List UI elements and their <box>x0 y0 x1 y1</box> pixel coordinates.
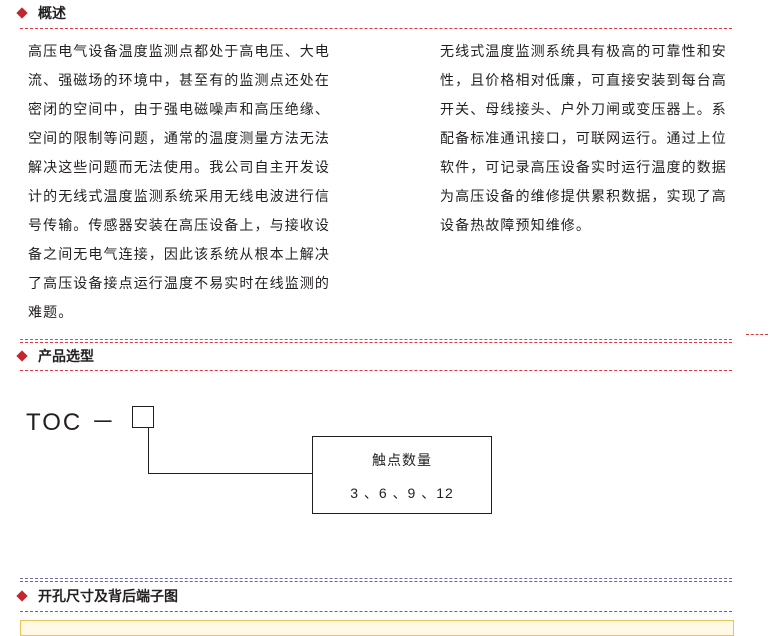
spec-label: 触点数量 <box>372 453 432 469</box>
diamond-bullet-icon <box>16 350 28 362</box>
diamond-bullet-icon <box>16 7 28 19</box>
paragraph-line: 配备标准通讯接口，可联网运行。通过上位 <box>440 131 727 147</box>
section-title-overview-text: 概述 <box>38 6 66 22</box>
paragraph-line: 为高压设备的维修提供累积数据，实现了高 <box>440 189 727 205</box>
divider <box>20 28 732 29</box>
paragraph-line: 软件，可记录高压设备实时运行温度的数据 <box>440 160 727 176</box>
paragraph-line: 流、强磁场的环境中，甚至有的监测点还处在 <box>28 73 330 89</box>
diamond-bullet-icon <box>16 590 28 602</box>
content-panel-edge <box>20 620 734 636</box>
paragraph-line: 空间的限制等问题，通常的温度测量方法无法 <box>28 131 330 147</box>
section-title-selection: 产品选型 <box>14 346 94 366</box>
connector-line <box>148 427 149 474</box>
paragraph-line: 高压电气设备温度监测点都处于高电压、大电 <box>28 44 330 60</box>
overview-right-paragraph: 无线式温度监测系统具有极高的可靠性和安 性，且价格相对低廉，可直接安装到每台高 … <box>440 38 770 241</box>
paragraph-line: 密闭的空间中，由于强电磁噪声和高压绝缘、 <box>28 102 330 118</box>
paragraph-line: 备之间无电气连接，因此该系统从根本上解决 <box>28 247 330 263</box>
section-title-cutout: 开孔尺寸及背后端子图 <box>14 586 178 606</box>
divider <box>20 581 732 582</box>
divider <box>746 334 768 335</box>
connector-line <box>148 473 312 474</box>
section-title-overview: 概述 <box>14 3 66 23</box>
paragraph-line: 解决这些问题而无法使用。我公司自主开发设 <box>28 160 330 176</box>
divider <box>20 342 732 343</box>
paragraph-line: 计的无线式温度监测系统采用无线电波进行信 <box>28 189 330 205</box>
paragraph-line: 难题。 <box>28 305 74 321</box>
model-code-prefix: TOC － <box>26 409 117 436</box>
divider <box>20 611 732 612</box>
paragraph-line: 了高压设备接点运行温度不易实时在线监测的 <box>28 276 330 292</box>
section-title-selection-text: 产品选型 <box>38 349 94 365</box>
section-title-cutout-text: 开孔尺寸及背后端子图 <box>38 589 178 605</box>
overview-left-paragraph: 高压电气设备温度监测点都处于高电压、大电 流、强磁场的环境中，甚至有的监测点还处… <box>28 38 378 328</box>
divider <box>20 578 732 579</box>
paragraph-line: 设备热故障预知维修。 <box>440 218 591 234</box>
paragraph-line: 开关、母线接头、户外刀闸或变压器上。系 <box>440 102 727 118</box>
paragraph-line: 号传输。传感器安装在高压设备上，与接收设 <box>28 218 330 234</box>
divider <box>20 339 732 340</box>
paragraph-line: 无线式温度监测系统具有极高的可靠性和安 <box>440 44 727 60</box>
divider <box>20 370 732 371</box>
model-option-box <box>132 406 154 428</box>
spec-box: 触点数量 3 、6 、9 、12 <box>312 436 492 514</box>
spec-values: 3 、6 、9 、12 <box>350 485 454 501</box>
paragraph-line: 性，且价格相对低廉，可直接安装到每台高 <box>440 73 727 89</box>
